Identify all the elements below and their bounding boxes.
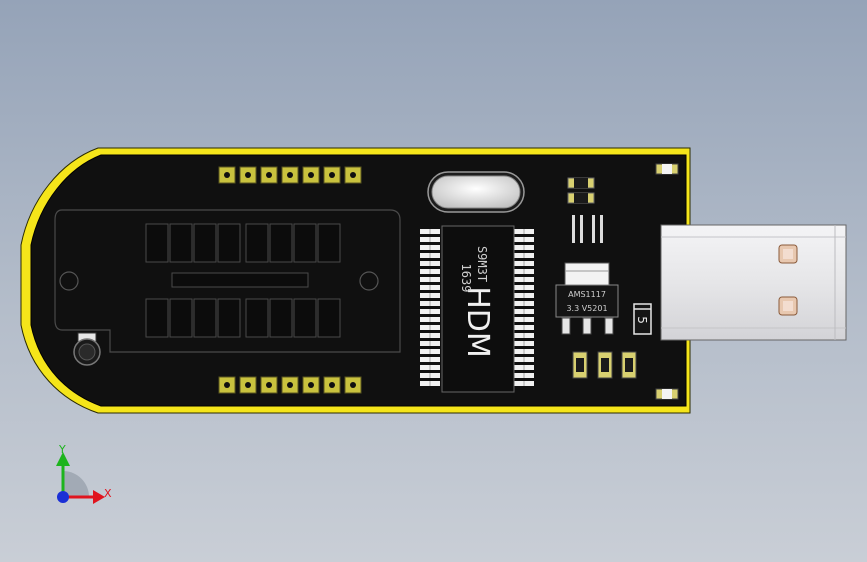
regulator-marking-1: AMS1117 — [568, 290, 606, 299]
header-pad-hole — [266, 382, 272, 388]
header-pad-hole — [308, 172, 314, 178]
header-pad-hole — [350, 172, 356, 178]
header-pads-bottom — [218, 376, 362, 394]
header-pad-hole — [287, 172, 293, 178]
zif-slot — [169, 223, 193, 263]
main-chip: HDM S9M3T 1639 — [420, 225, 534, 393]
zif-slot — [169, 298, 193, 338]
header-pad-hole — [245, 382, 251, 388]
zif-slot — [269, 223, 293, 263]
zif-slot — [293, 223, 317, 263]
axis-y-label: Y — [58, 443, 66, 456]
crystal-oscillator — [427, 171, 525, 213]
chip-code-1: S9M3T — [475, 246, 489, 282]
header-pad-hole — [350, 382, 356, 388]
header-pad-hole — [224, 172, 230, 178]
smd-capacitor-top — [567, 177, 595, 204]
header-pads-top — [218, 166, 362, 184]
zif-slot — [217, 223, 241, 263]
coordinate-triad: X Y — [56, 443, 112, 504]
zif-slot — [145, 298, 169, 338]
header-pad-hole — [329, 172, 335, 178]
diode-label: 5 — [635, 316, 649, 324]
axis-x-label: X — [104, 487, 112, 500]
header-pad-hole — [245, 172, 251, 178]
zif-socket — [54, 209, 401, 366]
smd-resistors — [572, 215, 603, 243]
chip-marking: HDM — [460, 286, 495, 358]
zif-slot — [317, 223, 341, 263]
zif-slot — [269, 298, 293, 338]
zif-slot — [217, 298, 241, 338]
header-pad-hole — [266, 172, 272, 178]
zif-slot — [245, 298, 269, 338]
zif-slot — [317, 298, 341, 338]
smd-diode: 5 — [633, 303, 652, 335]
smd-capacitors-bottom — [572, 351, 637, 379]
zif-slot — [145, 223, 169, 263]
zif-slot — [193, 298, 217, 338]
zif-slot — [193, 223, 217, 263]
zif-slot — [245, 223, 269, 263]
chip-code-2: 1639 — [459, 264, 473, 293]
header-pad-hole — [224, 382, 230, 388]
header-pad-hole — [308, 382, 314, 388]
voltage-regulator: AMS1117 3.3 V5201 — [555, 262, 619, 335]
header-pad-hole — [287, 382, 293, 388]
header-pad-hole — [329, 382, 335, 388]
zif-slot — [293, 298, 317, 338]
corner-pads — [655, 163, 679, 400]
regulator-marking-2: 3.3 V5201 — [566, 304, 607, 313]
usb-connector — [660, 224, 847, 341]
